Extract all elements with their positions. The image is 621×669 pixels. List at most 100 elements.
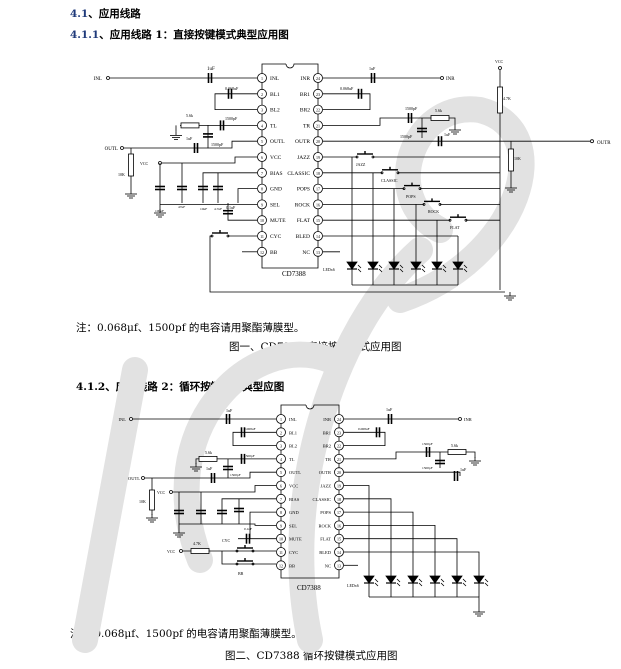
ground-icon [146, 514, 158, 523]
pin-number: 18 [316, 171, 320, 176]
pin-marker [257, 246, 267, 257]
pin-marker [257, 73, 267, 83]
pin-marker [276, 453, 286, 464]
pin-marker [334, 493, 344, 504]
wire [179, 523, 276, 526]
label: 100uF [155, 209, 164, 213]
resistor-symbol [447, 449, 467, 455]
wire [323, 93, 371, 110]
fig2-note: 注： 0.068μf、1500pf 的电容请用聚酯薄膜型。 [70, 628, 302, 640]
label: 1uF [460, 467, 467, 472]
pin-number: 5 [280, 470, 282, 475]
capacitor-symbol [174, 509, 184, 515]
label: CLASSIC [381, 178, 398, 183]
led-icon [346, 261, 362, 273]
label: CYC [222, 538, 231, 543]
capacitor-symbol [210, 473, 216, 483]
pin-marker [276, 533, 286, 544]
capacitor-symbol [435, 459, 445, 465]
wire [214, 93, 257, 110]
pin-number: 14 [316, 234, 320, 239]
pin-marker [313, 152, 323, 162]
capacitor-symbol [196, 509, 206, 515]
pin-number: 24 [337, 417, 341, 422]
pin-number: 16 [316, 202, 320, 207]
label: 1uF [186, 136, 193, 141]
pushbutton-switch-icon [235, 558, 255, 566]
pin-number: 9 [280, 523, 282, 528]
capacitor-symbol [357, 88, 363, 99]
pin-marker [334, 467, 344, 478]
led-icon [363, 575, 379, 587]
pin-label-right: BR1 [323, 430, 331, 435]
pin-label-left: CYC [270, 234, 282, 240]
wire [195, 458, 276, 464]
pin-label-right: BLED [296, 234, 310, 240]
pin-label-left: OUTL [289, 470, 301, 475]
pin-marker [257, 88, 267, 99]
label: 1500pF [422, 442, 433, 446]
pin-label-right: TR [303, 123, 310, 129]
label: INR [446, 77, 455, 82]
wire [344, 551, 480, 597]
label: 4.7K [503, 96, 511, 101]
pin-label-right: POPS [297, 187, 310, 193]
pin-number: 11 [279, 550, 283, 555]
fig1-heading-number: 4.1.1 [70, 29, 100, 41]
pin-number: 23 [316, 92, 320, 97]
label-outl: OUTL [128, 476, 140, 481]
terminal [129, 417, 133, 421]
pin-label-left: VCC [270, 155, 282, 161]
capacitor-symbol [417, 127, 427, 133]
pin-number: 17 [337, 510, 341, 515]
ground-icon [154, 209, 166, 218]
pushbutton-switch-icon [422, 198, 442, 206]
led-icon [385, 575, 401, 587]
label: 1500pF [400, 134, 413, 139]
capacitor-symbol [207, 73, 213, 83]
resistor-symbol [128, 153, 134, 177]
pin-label-left: OUTL [270, 139, 285, 145]
pushbutton-switch-icon [380, 166, 400, 175]
capacitor-symbol [203, 133, 213, 138]
pushbutton-switch-icon [448, 214, 468, 222]
pin-label-left: BL1 [289, 430, 297, 435]
label: 1500pF [422, 466, 433, 470]
pin-marker [313, 88, 323, 99]
capacitor-symbol [234, 507, 244, 513]
label: LEDx6 [323, 267, 335, 272]
pin-number: 12 [279, 563, 283, 568]
pin-number: 12 [260, 250, 264, 255]
pin-marker [313, 104, 323, 115]
capacitor-symbol [213, 185, 223, 191]
resistor-symbol [508, 148, 514, 172]
label: VCC [157, 490, 166, 495]
pin-label-right: ROCK [318, 523, 331, 528]
led-icon [431, 261, 447, 273]
pin-marker [276, 493, 286, 504]
label: 10uF [200, 207, 207, 211]
terminal [169, 490, 173, 494]
pin-number: 7 [280, 497, 282, 502]
ground-icon [170, 131, 182, 140]
label: 1uF [369, 66, 376, 71]
label: 1uF [386, 407, 393, 412]
wire [173, 485, 276, 493]
pin-label-left: MUTE [289, 537, 302, 542]
chip-name: CD7388 [282, 270, 306, 278]
label: 1500pF [405, 106, 418, 111]
pin-marker [334, 414, 344, 424]
ground-icon [173, 529, 185, 538]
label: 10K [139, 499, 146, 504]
label: POPS [406, 194, 416, 199]
pin-marker [276, 414, 286, 424]
pin-number: 3 [280, 444, 282, 449]
label: 1uF [207, 67, 215, 72]
capacitor-symbol [177, 185, 187, 191]
led-icon [452, 261, 468, 273]
pin-number: 1 [280, 417, 282, 422]
label: ROCK [428, 209, 439, 214]
led-icon [429, 575, 445, 587]
label: 1uF [206, 466, 213, 471]
